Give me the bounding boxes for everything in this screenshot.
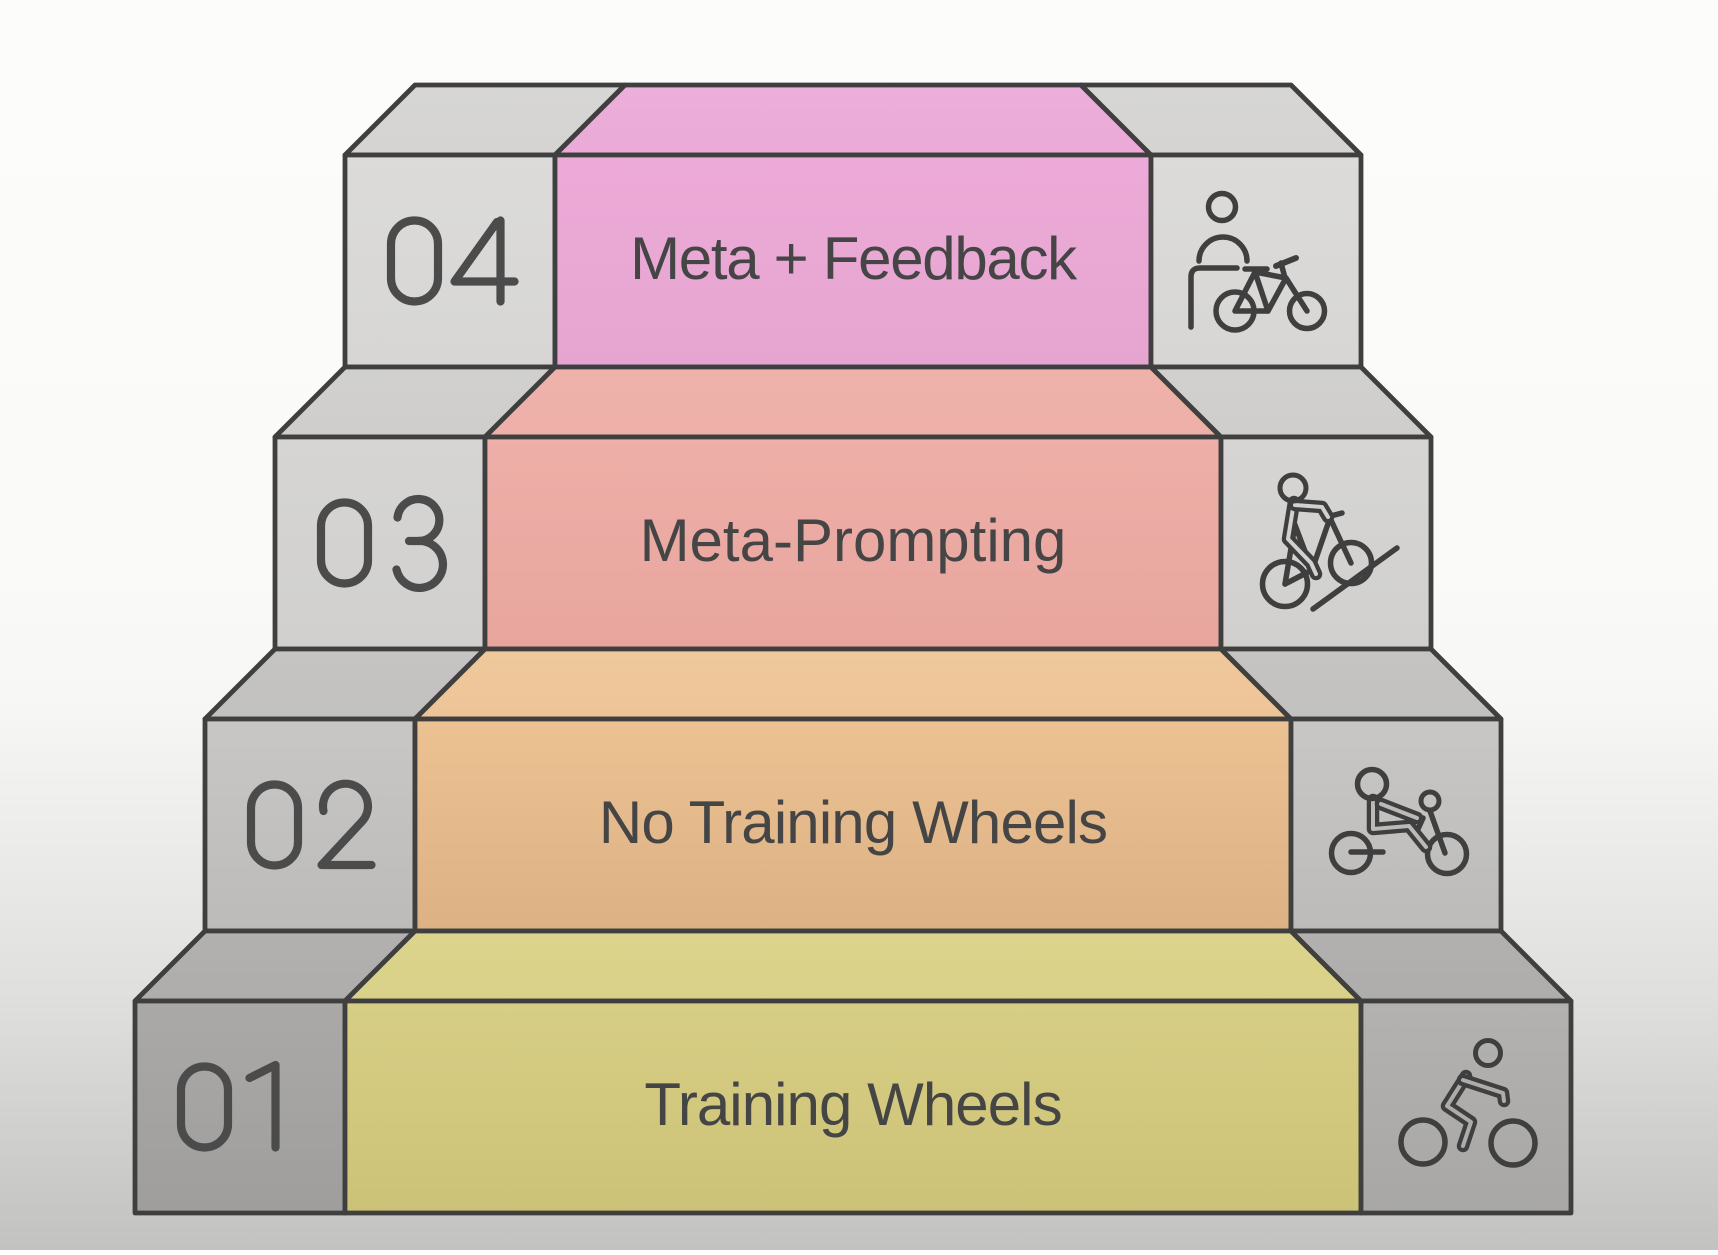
svg-text:No Training Wheels: No Training Wheels — [599, 789, 1107, 856]
svg-text:Training Wheels: Training Wheels — [644, 1071, 1061, 1138]
svg-text:Meta + Feedback: Meta + Feedback — [630, 225, 1078, 292]
svg-text:Meta-Prompting: Meta-Prompting — [640, 507, 1067, 574]
